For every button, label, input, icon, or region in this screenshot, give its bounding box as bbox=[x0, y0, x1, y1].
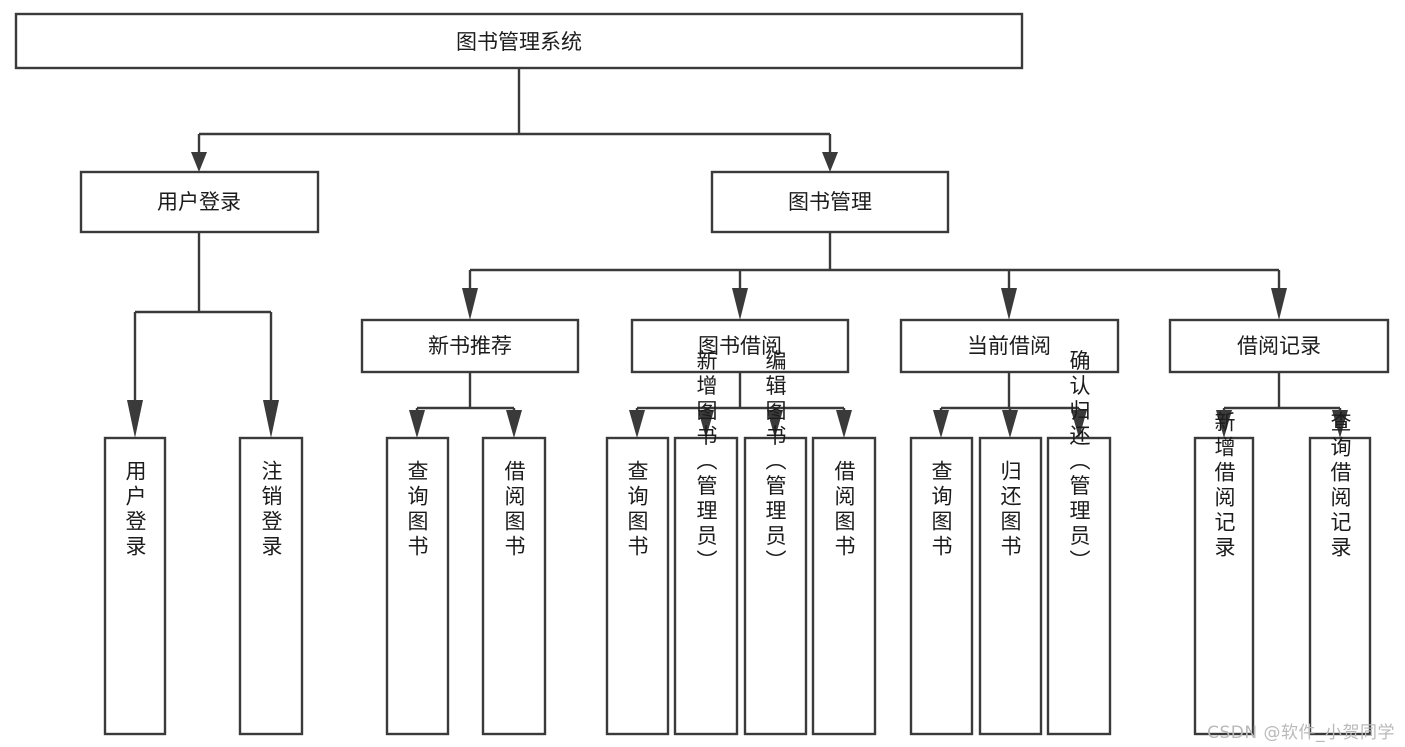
node-leaf-add-record[interactable]: 新增借阅记录 bbox=[1193, 411, 1255, 736]
arrow-leaf-add-book bbox=[698, 410, 714, 438]
node-leaf-logout-box[interactable] bbox=[238, 436, 304, 736]
node-leaf-query-book-1-box[interactable] bbox=[385, 436, 450, 736]
node-leaf-return-book[interactable]: 归还图书 bbox=[978, 436, 1043, 736]
node-leaf-return-book-label: 归还图书 bbox=[998, 460, 1022, 560]
node-root-label: 图书管理系统 bbox=[456, 30, 582, 54]
node-root-box[interactable] bbox=[14, 12, 1024, 70]
node-book-borrow[interactable]: 图书借阅 bbox=[630, 318, 850, 374]
node-book-borrow-box[interactable] bbox=[630, 318, 850, 374]
node-leaf-query-book-3-label: 查询图书 bbox=[929, 460, 953, 560]
node-leaf-user-login[interactable]: 用户登录 bbox=[103, 436, 167, 736]
node-leaf-query-record-box[interactable] bbox=[1308, 436, 1372, 736]
arrow-borrow-record bbox=[1271, 288, 1287, 320]
node-borrow-record-box[interactable] bbox=[1168, 318, 1390, 374]
node-leaf-borrow-book-1-box[interactable] bbox=[481, 436, 547, 736]
arrow-leaf-query-book-2 bbox=[629, 410, 645, 438]
arrow-leaf-edit-book bbox=[767, 410, 783, 438]
node-user-login-box[interactable] bbox=[79, 170, 320, 234]
arrow-book-borrow bbox=[732, 288, 748, 320]
node-leaf-confirm-return[interactable]: 确认归还（管理员） bbox=[1046, 350, 1112, 736]
node-leaf-borrow-book-2-label: 借阅图书 bbox=[832, 460, 856, 560]
node-leaf-query-book-2[interactable]: 查询图书 bbox=[605, 436, 670, 736]
arrow-user-login bbox=[191, 152, 207, 172]
node-leaf-borrow-book-2-box[interactable] bbox=[811, 436, 877, 736]
arrow-leaf-add-record bbox=[1216, 410, 1232, 438]
arrow-leaf-confirm-return bbox=[1071, 410, 1087, 438]
node-leaf-query-book-3[interactable]: 查询图书 bbox=[909, 436, 974, 736]
node-leaf-add-record-box[interactable] bbox=[1193, 436, 1255, 736]
node-leaf-edit-book-box[interactable] bbox=[743, 436, 808, 736]
arrow-new-book-rec bbox=[462, 288, 478, 320]
node-borrow-record[interactable]: 借阅记录 bbox=[1168, 318, 1390, 374]
node-leaf-query-book-2-label: 查询图书 bbox=[625, 460, 649, 560]
node-user-login[interactable]: 用户登录 bbox=[79, 170, 320, 234]
node-book-manage-box[interactable] bbox=[710, 170, 950, 234]
node-leaf-borrow-book-2[interactable]: 借阅图书 bbox=[811, 436, 877, 736]
arrow-book-manage bbox=[822, 152, 838, 172]
connector-layer bbox=[127, 68, 1348, 438]
node-leaf-add-book-box[interactable] bbox=[673, 436, 739, 736]
arrow-leaf-logout bbox=[263, 400, 279, 438]
node-leaf-user-login-label: 用户登录 bbox=[123, 460, 147, 560]
node-borrow-record-label: 借阅记录 bbox=[1237, 334, 1321, 358]
watermark-text: CSDN @软件_小贺同学 bbox=[1207, 723, 1395, 743]
arrow-leaf-user-login bbox=[127, 400, 143, 438]
node-new-book-rec-box[interactable] bbox=[360, 318, 580, 374]
node-leaf-return-book-box[interactable] bbox=[978, 436, 1043, 736]
node-current-borrow[interactable]: 当前借阅 bbox=[899, 318, 1120, 374]
arrow-leaf-borrow-book-1 bbox=[506, 410, 522, 438]
node-leaf-logout[interactable]: 注销登录 bbox=[238, 436, 304, 736]
node-new-book-rec-label: 新书推荐 bbox=[428, 334, 512, 358]
arrow-leaf-return-book bbox=[1002, 410, 1018, 438]
node-leaf-edit-book[interactable]: 编辑图书（管理员） bbox=[743, 350, 808, 736]
node-book-manage[interactable]: 图书管理 bbox=[710, 170, 950, 234]
node-root[interactable]: 图书管理系统 bbox=[14, 12, 1024, 70]
arrow-leaf-query-book-3 bbox=[933, 410, 949, 438]
node-leaf-confirm-return-box[interactable] bbox=[1046, 436, 1112, 736]
node-new-book-rec[interactable]: 新书推荐 bbox=[360, 318, 580, 374]
node-leaf-confirm-return-label: 确认归还（管理员） bbox=[1067, 350, 1091, 575]
node-current-borrow-box[interactable] bbox=[899, 318, 1120, 374]
node-book-manage-label: 图书管理 bbox=[788, 190, 872, 214]
arrow-current-borrow bbox=[1001, 288, 1017, 320]
arrow-leaf-query-record bbox=[1332, 410, 1348, 438]
arrow-leaf-query-book-1 bbox=[409, 410, 425, 438]
node-leaf-logout-label: 注销登录 bbox=[259, 460, 283, 560]
node-leaf-borrow-book-1-label: 借阅图书 bbox=[502, 460, 526, 560]
node-leaf-query-book-1[interactable]: 查询图书 bbox=[385, 436, 450, 736]
node-leaf-user-login-box[interactable] bbox=[103, 436, 167, 736]
node-leaf-add-book[interactable]: 新增图书（管理员） bbox=[673, 350, 739, 736]
node-book-borrow-label: 图书借阅 bbox=[698, 334, 782, 358]
node-leaf-add-book-label: 新增图书（管理员） bbox=[694, 350, 718, 575]
node-leaf-borrow-book-1[interactable]: 借阅图书 bbox=[481, 436, 547, 736]
node-leaf-edit-book-label: 编辑图书（管理员） bbox=[763, 350, 787, 575]
node-current-borrow-label: 当前借阅 bbox=[967, 334, 1051, 358]
node-leaf-query-record-label: 查询借阅记录 bbox=[1328, 411, 1352, 561]
node-leaf-query-record[interactable]: 查询借阅记录 bbox=[1308, 411, 1372, 736]
arrow-leaf-borrow-book-2 bbox=[836, 410, 852, 438]
node-leaf-add-record-label: 新增借阅记录 bbox=[1212, 411, 1236, 561]
node-leaf-query-book-3-box[interactable] bbox=[909, 436, 974, 736]
node-user-login-label: 用户登录 bbox=[157, 190, 241, 214]
node-leaf-query-book-2-box[interactable] bbox=[605, 436, 670, 736]
node-leaf-query-book-1-label: 查询图书 bbox=[405, 460, 429, 560]
